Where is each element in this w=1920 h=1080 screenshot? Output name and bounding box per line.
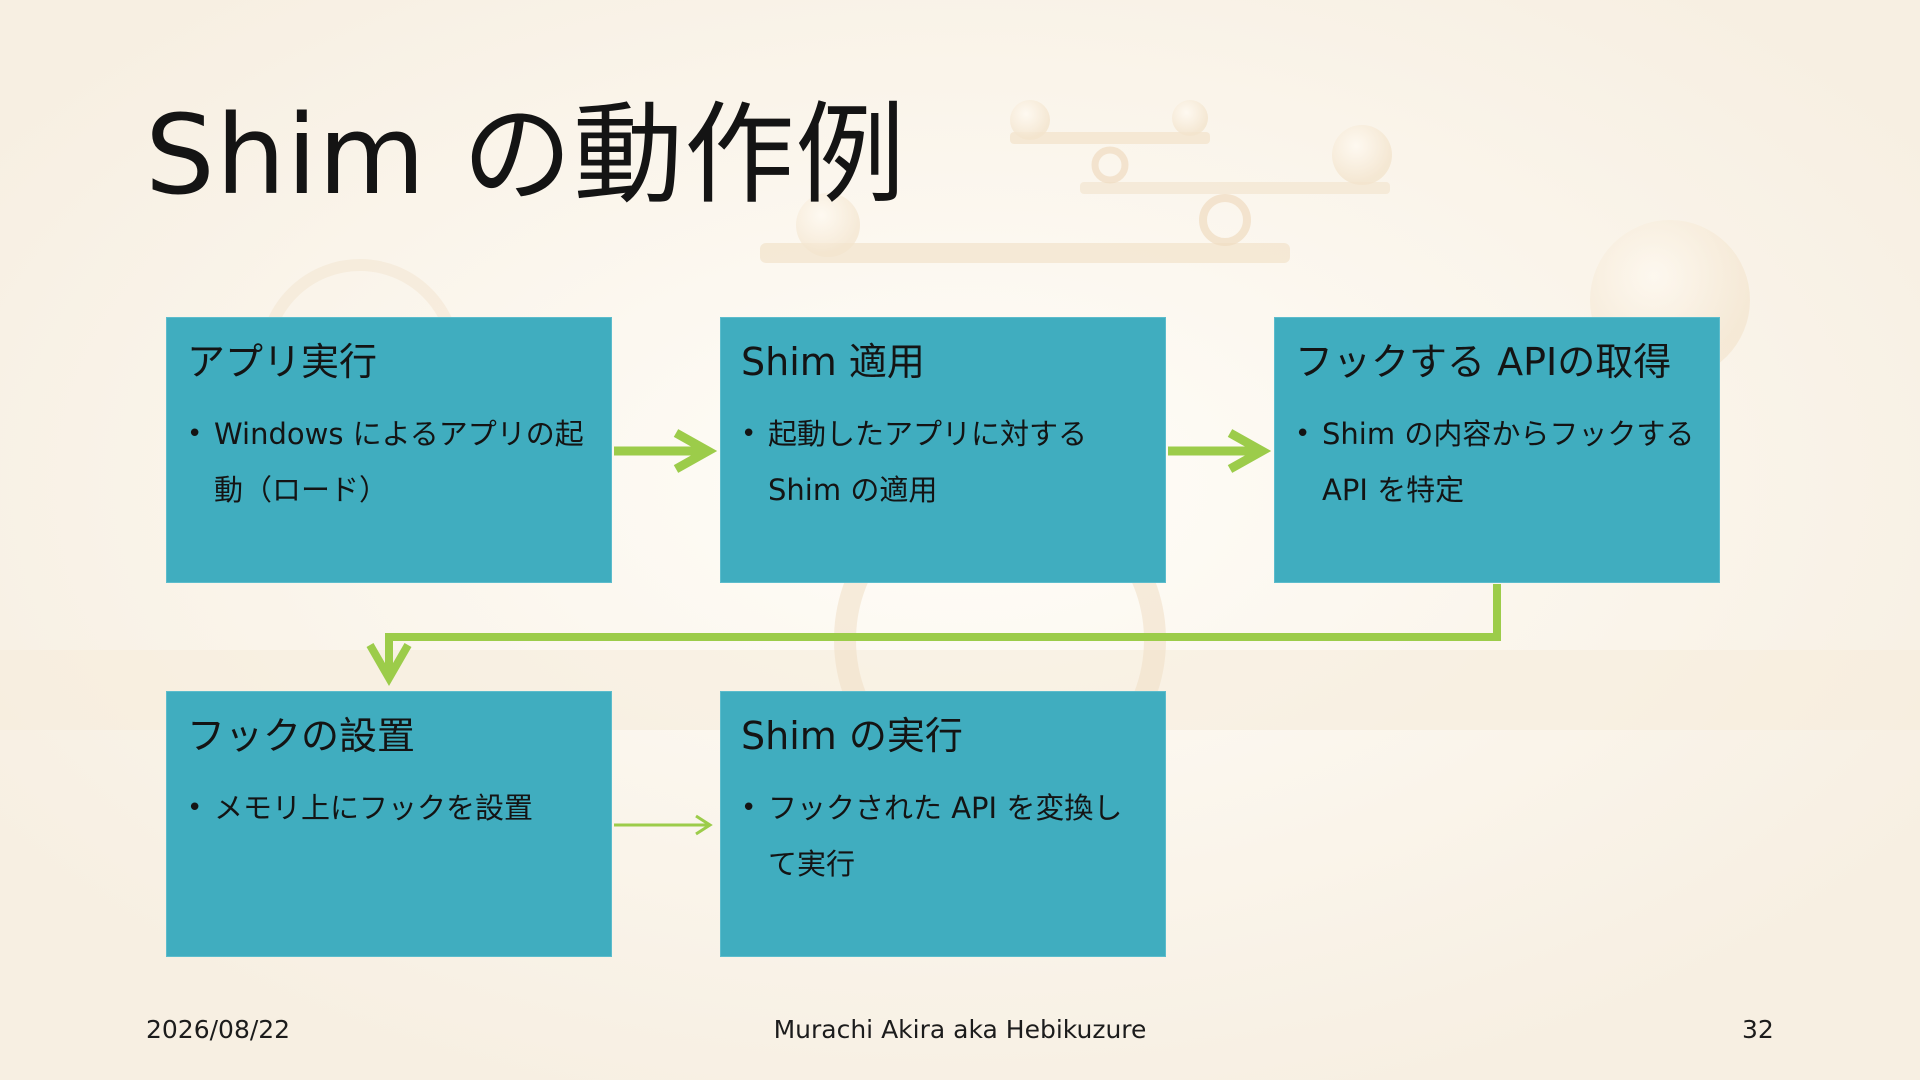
step-bullet-text: Windows によるアプリの起動（ロード）	[214, 416, 584, 507]
step-title: アプリ実行	[187, 340, 378, 384]
page-number: 32	[1742, 1015, 1774, 1044]
step-bullet-text: メモリ上にフックを設置	[214, 790, 534, 825]
slide-title: Shim の動作例	[145, 91, 907, 219]
footer-date: 2026/08/22	[146, 1015, 291, 1044]
step-box-shim-execute: Shim の実行 • フックされた API を変換して実行	[720, 691, 1166, 957]
step-box-app-launch: アプリ実行 • Windows によるアプリの起動（ロード）	[166, 317, 612, 583]
step-bullet: • Windows によるアプリの起動（ロード）	[187, 406, 593, 518]
bullet-icon: •	[741, 418, 757, 449]
step-bullet: • メモリ上にフックを設置	[187, 780, 593, 836]
step-box-get-hook-api: フックする APIの取得 • Shim の内容からフックする API を特定	[1274, 317, 1720, 583]
bullet-icon: •	[741, 792, 757, 823]
step-bullet: • 起動したアプリに対するShim の適用	[741, 406, 1147, 518]
step-bullet: • Shim の内容からフックする API を特定	[1295, 406, 1701, 518]
step-title: フックの設置	[187, 714, 416, 758]
step-bullet-text: フックされた API を変換して実行	[768, 790, 1123, 881]
step-bullet-text: 起動したアプリに対するShim の適用	[768, 416, 1088, 507]
bullet-icon: •	[187, 792, 203, 823]
footer-author: Murachi Akira aka Hebikuzure	[773, 1015, 1147, 1044]
step-box-install-hook: フックの設置 • メモリ上にフックを設置	[166, 691, 612, 957]
step-bullet: • フックされた API を変換して実行	[741, 780, 1147, 892]
step-title: Shim の実行	[741, 714, 963, 758]
step-title: フックする APIの取得	[1295, 340, 1672, 384]
bullet-icon: •	[187, 418, 203, 449]
bullet-icon: •	[1295, 418, 1311, 449]
step-box-shim-apply: Shim 適用 • 起動したアプリに対するShim の適用	[720, 317, 1166, 583]
step-bullet-text: Shim の内容からフックする API を特定	[1322, 416, 1695, 507]
step-title: Shim 適用	[741, 340, 925, 384]
